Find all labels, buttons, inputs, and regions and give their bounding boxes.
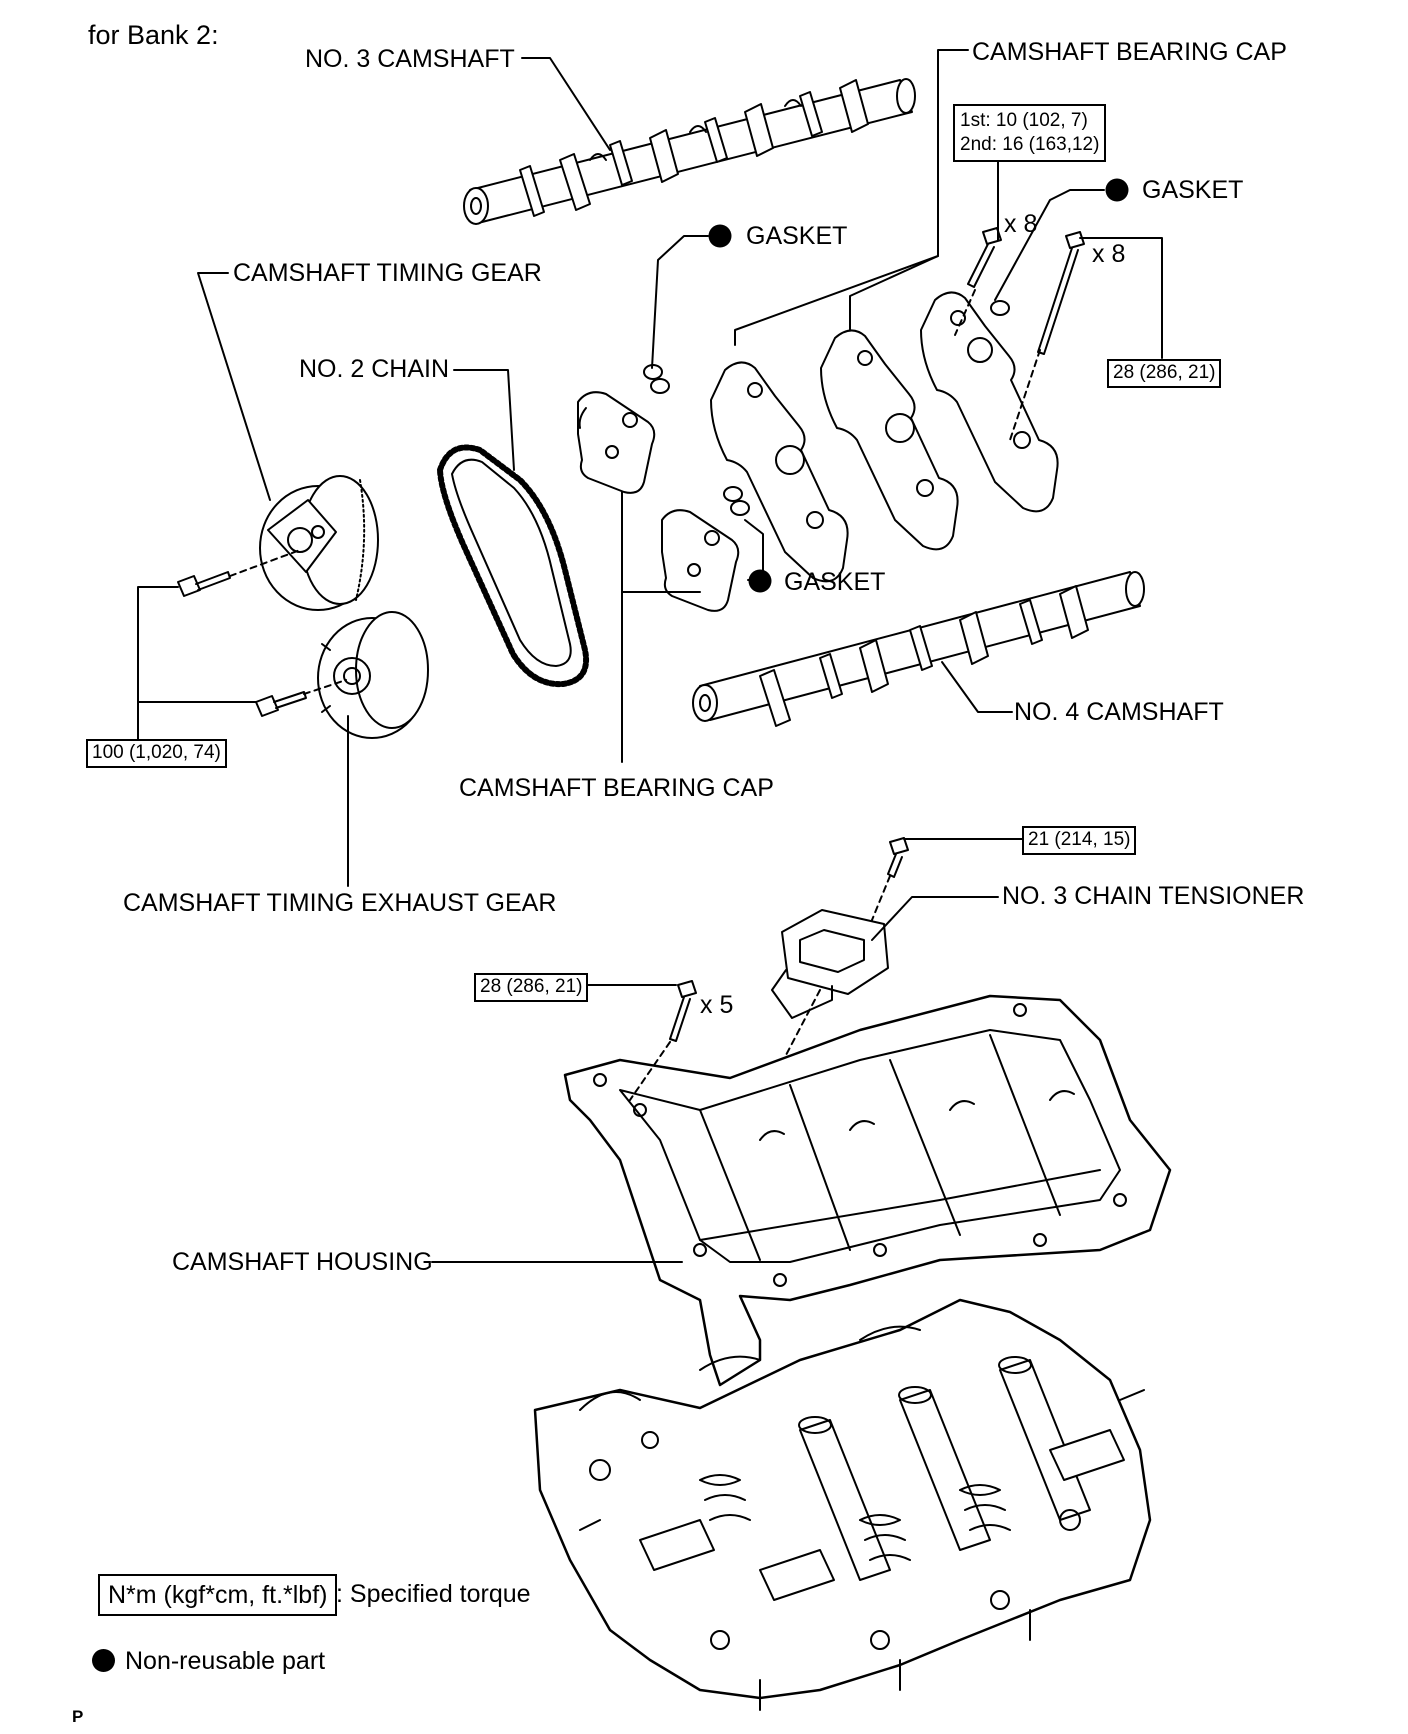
label-gasket-mid: GASKET	[746, 222, 848, 250]
leader-no2-chain	[453, 369, 515, 471]
exhaust-gear-bolt-drawing	[255, 691, 307, 717]
no2-chain-drawing	[437, 444, 589, 688]
label-no4-camshaft: NO. 4 CAMSHAFT	[1014, 698, 1224, 726]
label-gasket-lower: GASKET	[784, 568, 886, 596]
torque-timing-gear: 100 (1,020, 74)	[86, 739, 227, 768]
tensioner-drawing	[771, 909, 889, 1019]
leader-no4-camshaft	[941, 661, 1013, 713]
no4-camshaft-drawing	[692, 571, 1145, 727]
timing-gear-drawing	[259, 475, 379, 611]
cap-bolts-drawing	[967, 227, 1085, 355]
gasket-dot-lower	[748, 569, 772, 593]
leader-tensioner	[871, 896, 999, 941]
housing-bolt-drawing	[669, 980, 697, 1042]
leader-bearing-cap-top-2	[849, 255, 939, 331]
torque-cap-bolts: 28 (286, 21)	[1107, 359, 1222, 388]
label-no2-chain: NO. 2 CHAIN	[299, 355, 450, 383]
exhaust-gear-drawing	[317, 611, 429, 739]
multiplier-cap-bolts-a: x 8	[1004, 210, 1038, 238]
multiplier-housing-bolts: x 5	[700, 991, 734, 1019]
gear-bolt-drawing	[177, 571, 231, 597]
legend-nonreusable: Non-reusable part	[92, 1647, 325, 1676]
footer-code: P	[72, 1707, 84, 1726]
label-gasket-top-right: GASKET	[1142, 176, 1244, 204]
torque-tensioner: 21 (214, 15)	[1022, 826, 1137, 855]
torque-bearing-cap-staged: 1st: 10 (102, 7) 2nd: 16 (163,12)	[953, 104, 1107, 162]
legend-torque-box: N*m (kgf*cm, ft.*lbf)	[98, 1574, 338, 1616]
camshaft-housing-drawing	[563, 994, 1172, 1387]
gasket-dots	[708, 178, 1129, 593]
label-no3-chain-tensioner: NO. 3 CHAIN TENSIONER	[1002, 882, 1305, 910]
leader-gasket-top-right	[994, 189, 1105, 301]
bearing-caps-drawing	[577, 291, 1059, 612]
page-title: for Bank 2:	[88, 20, 219, 50]
gasket-rings-drawing	[643, 300, 1010, 516]
torque-housing: 28 (286, 21)	[474, 973, 589, 1002]
torque-bearing-cap-1st: 1st: 10 (102, 7)	[960, 110, 1088, 131]
legend-nonreusable-text: Non-reusable part	[125, 1647, 326, 1675]
label-camshaft-timing-exhaust-gear: CAMSHAFT TIMING EXHAUST GEAR	[123, 889, 557, 917]
leader-gear-torque	[137, 586, 179, 741]
torque-bearing-cap-2nd: 2nd: 16 (163,12)	[960, 133, 1100, 155]
label-camshaft-timing-gear: CAMSHAFT TIMING GEAR	[233, 259, 542, 287]
leader-cap-bolt-torque	[1079, 237, 1163, 359]
label-camshaft-bearing-cap-top: CAMSHAFT BEARING CAP	[972, 38, 1287, 66]
multiplier-cap-bolts-b: x 8	[1092, 240, 1126, 268]
cap-dashed-lines	[954, 289, 1041, 441]
label-no3-camshaft: NO. 3 CAMSHAFT	[305, 45, 515, 73]
cylinder-head-drawing	[533, 1298, 1152, 1711]
tensioner-bolt-drawing	[887, 837, 909, 878]
no3-camshaft-drawing	[463, 78, 916, 225]
legend-torque-desc: : Specified torque	[336, 1580, 531, 1608]
label-camshaft-bearing-cap-bottom: CAMSHAFT BEARING CAP	[459, 774, 774, 802]
gasket-dot-mid	[708, 224, 732, 248]
nonreusable-dot-icon	[92, 1649, 115, 1672]
leader-gasket-mid	[651, 235, 709, 369]
leader-timing-gear	[197, 272, 271, 501]
label-camshaft-housing: CAMSHAFT HOUSING	[172, 1248, 433, 1276]
leader-no3-camshaft	[521, 57, 611, 151]
gasket-dot-top-right	[1105, 178, 1129, 202]
